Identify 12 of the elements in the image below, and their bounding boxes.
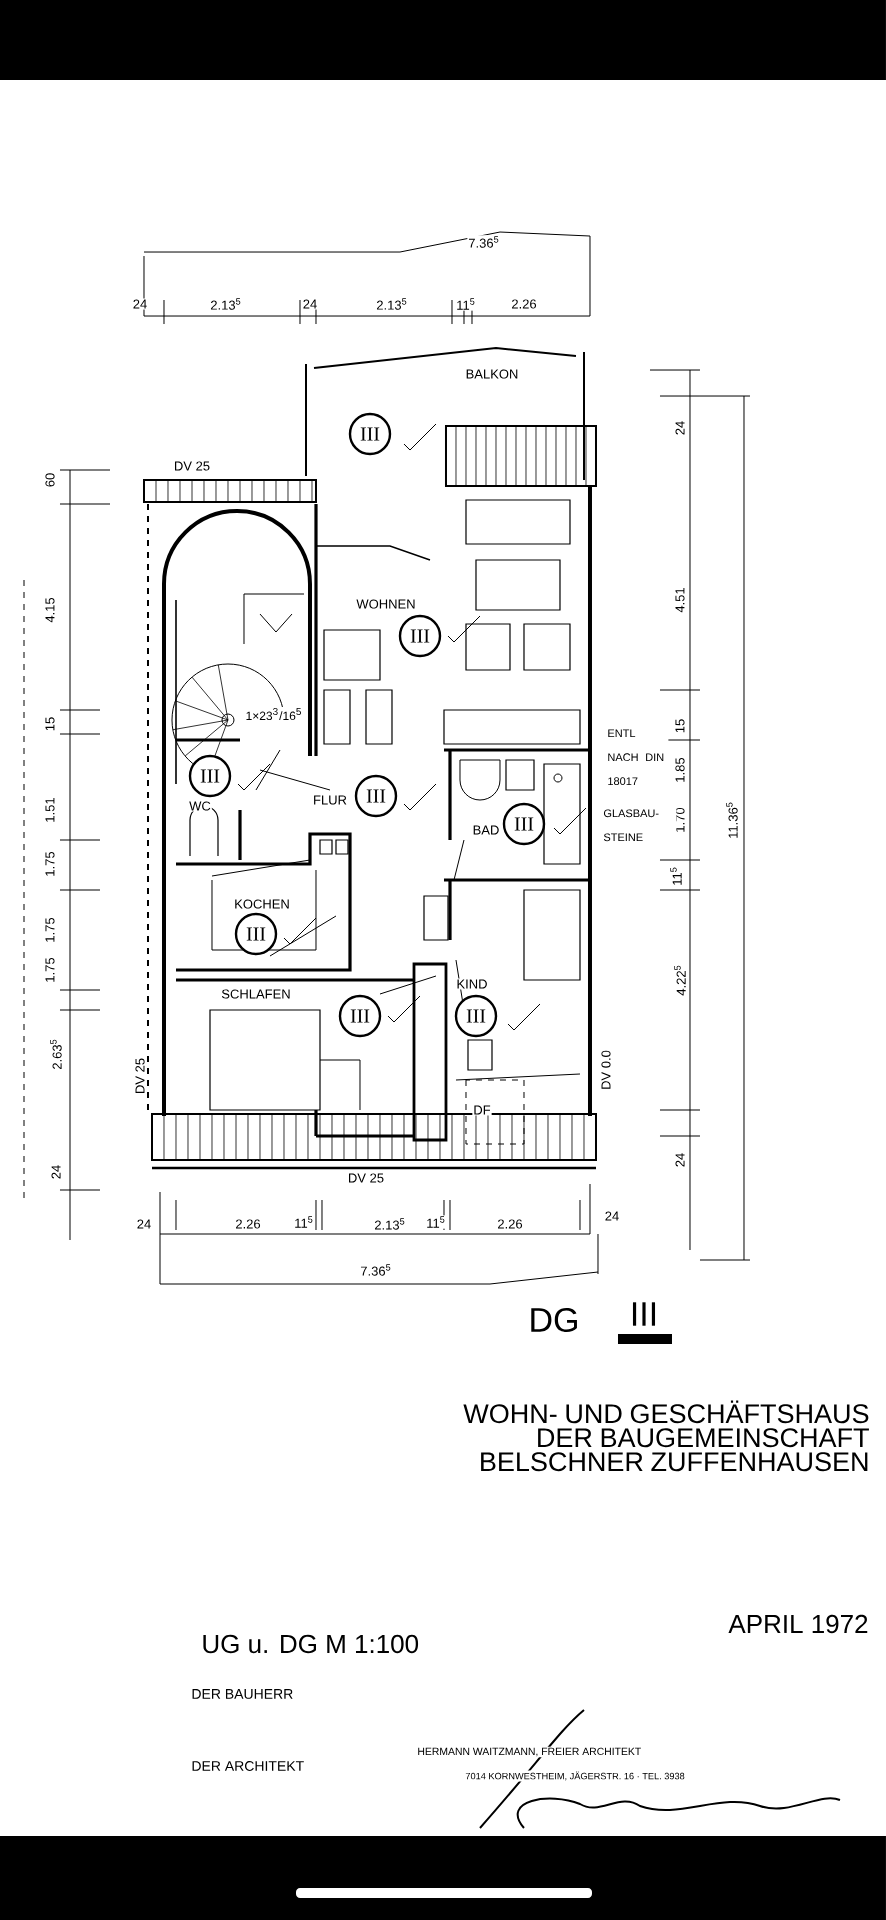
title: WOHN- UND GESCHÄFTSHAUS DER BAUGEMEINSCHAFT BELSCHNER ZUFFENHAUSEN (463, 1400, 869, 1472)
circled-numeral: III (348, 412, 392, 456)
circled-numeral: III (354, 774, 398, 818)
circled-numeral: III (454, 994, 498, 1038)
circled-numeral: III (338, 994, 382, 1038)
drawing-info: APRIL 1972 (728, 1614, 868, 1634)
circled-numeral: III (398, 614, 442, 658)
circled-numeral: III (234, 912, 278, 956)
drawing-info: UG u. DG M 1:100 (203, 1634, 419, 1654)
circled-numeral: III (502, 802, 546, 846)
floor-label: DG (531, 1307, 577, 1333)
floor-label: III (632, 1302, 656, 1326)
